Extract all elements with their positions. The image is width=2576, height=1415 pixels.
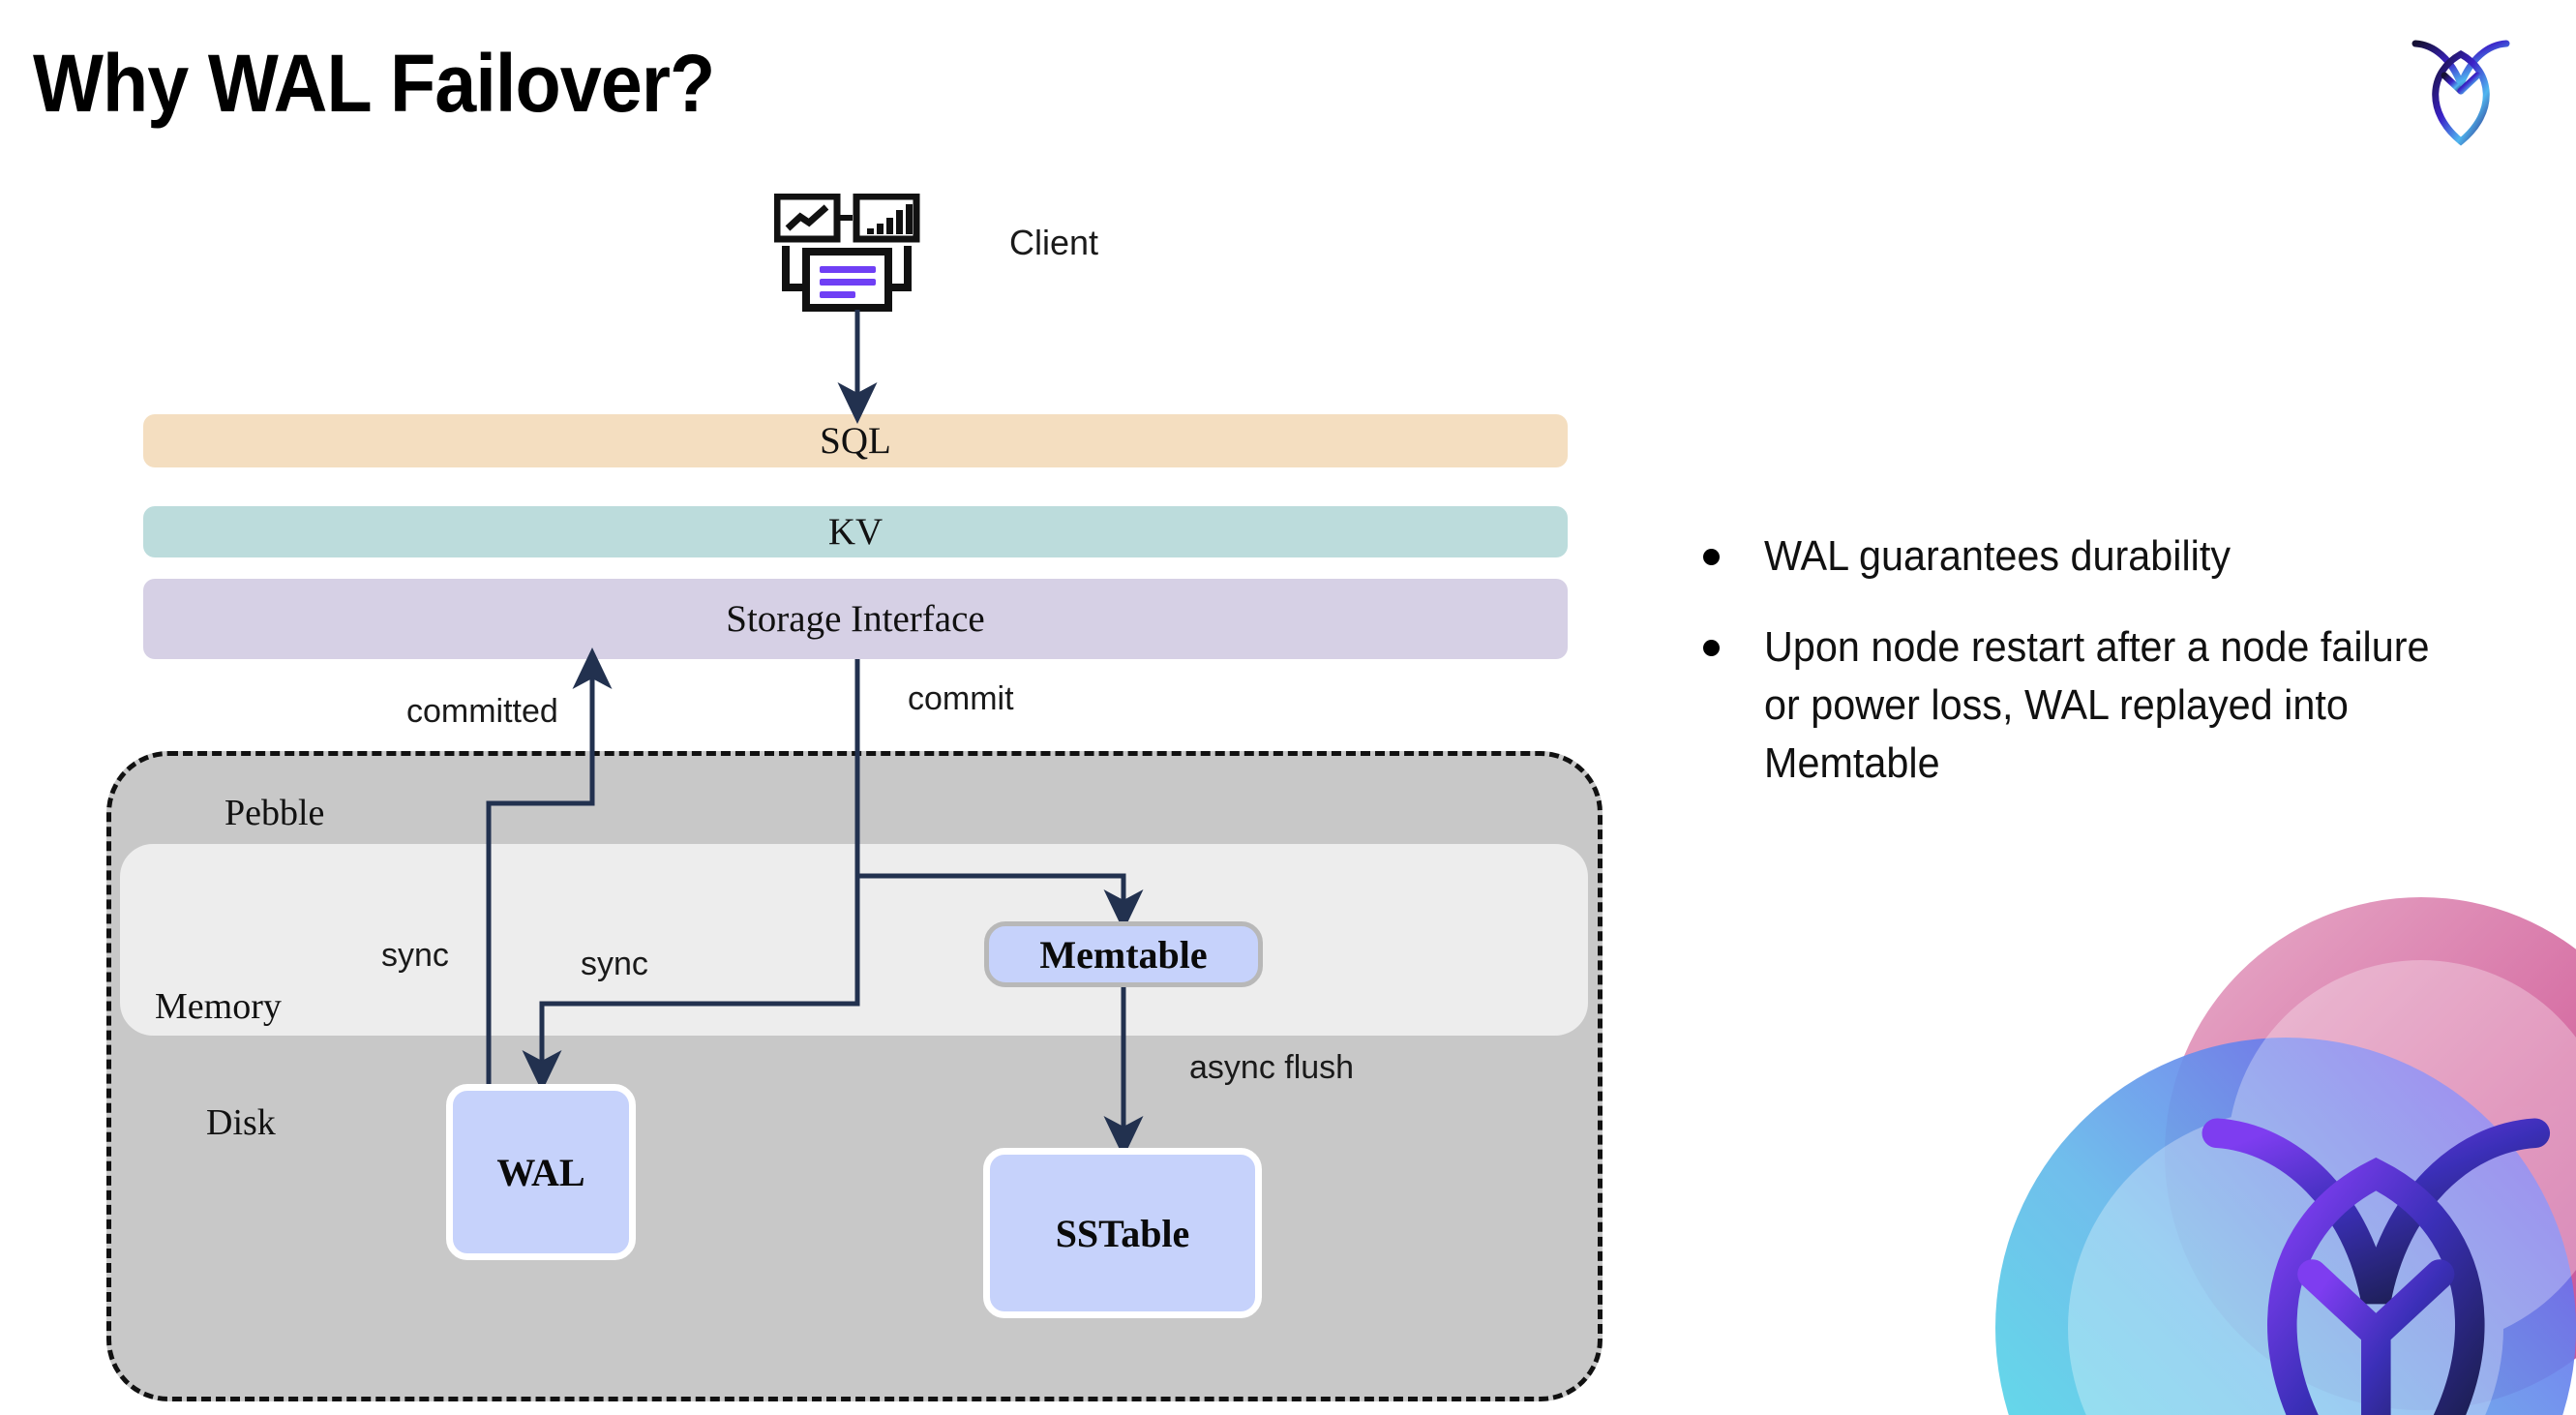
node-sstable-label: SSTable <box>1055 1211 1190 1255</box>
pebble-label: Pebble <box>225 793 325 833</box>
layer-bar-storage-interface-label: Storage Interface <box>726 598 985 640</box>
edge-label-sync-left: sync <box>381 937 449 974</box>
layer-bar-sql: SQL <box>143 414 1568 467</box>
edge-label-async-flush: async flush <box>1189 1049 1355 1086</box>
layer-bar-kv-label: KV <box>827 511 884 553</box>
layer-bar-storage-interface: Storage Interface <box>143 579 1568 659</box>
node-memtable: Memtable <box>984 921 1263 987</box>
layer-bar-kv: KV <box>143 506 1568 557</box>
node-memtable-label: Memtable <box>1039 932 1208 977</box>
list-item: WAL guarantees durability <box>1703 527 2516 586</box>
page-title: Why WAL Failover? <box>33 38 715 129</box>
client-label: Client <box>1009 223 1099 262</box>
client-monitor-icon <box>773 193 929 315</box>
edge-label-commit: commit <box>908 680 1014 717</box>
bullet-text: Upon node restart after a node failure o… <box>1764 623 2430 787</box>
memory-label: Memory <box>155 986 282 1027</box>
memory-region <box>120 844 1588 1036</box>
bullet-dot-icon <box>1703 640 1720 656</box>
node-wal: WAL <box>446 1084 636 1260</box>
layer-bar-sql-label: SQL <box>820 420 891 462</box>
edge-label-committed: committed <box>406 693 558 730</box>
list-item: Upon node restart after a node failure o… <box>1703 618 2516 793</box>
edge-label-sync-right: sync <box>581 946 648 982</box>
node-sstable: SSTable <box>983 1148 1262 1318</box>
bullet-dot-icon <box>1703 549 1720 565</box>
bullet-list: WAL guarantees durability Upon node rest… <box>1703 527 2516 826</box>
disk-label: Disk <box>206 1102 276 1143</box>
node-wal-label: WAL <box>496 1150 585 1194</box>
decorative-background-art <box>1879 873 2576 1415</box>
bullet-text: WAL guarantees durability <box>1764 532 2232 580</box>
cockroach-labs-logo-icon <box>2408 27 2514 148</box>
